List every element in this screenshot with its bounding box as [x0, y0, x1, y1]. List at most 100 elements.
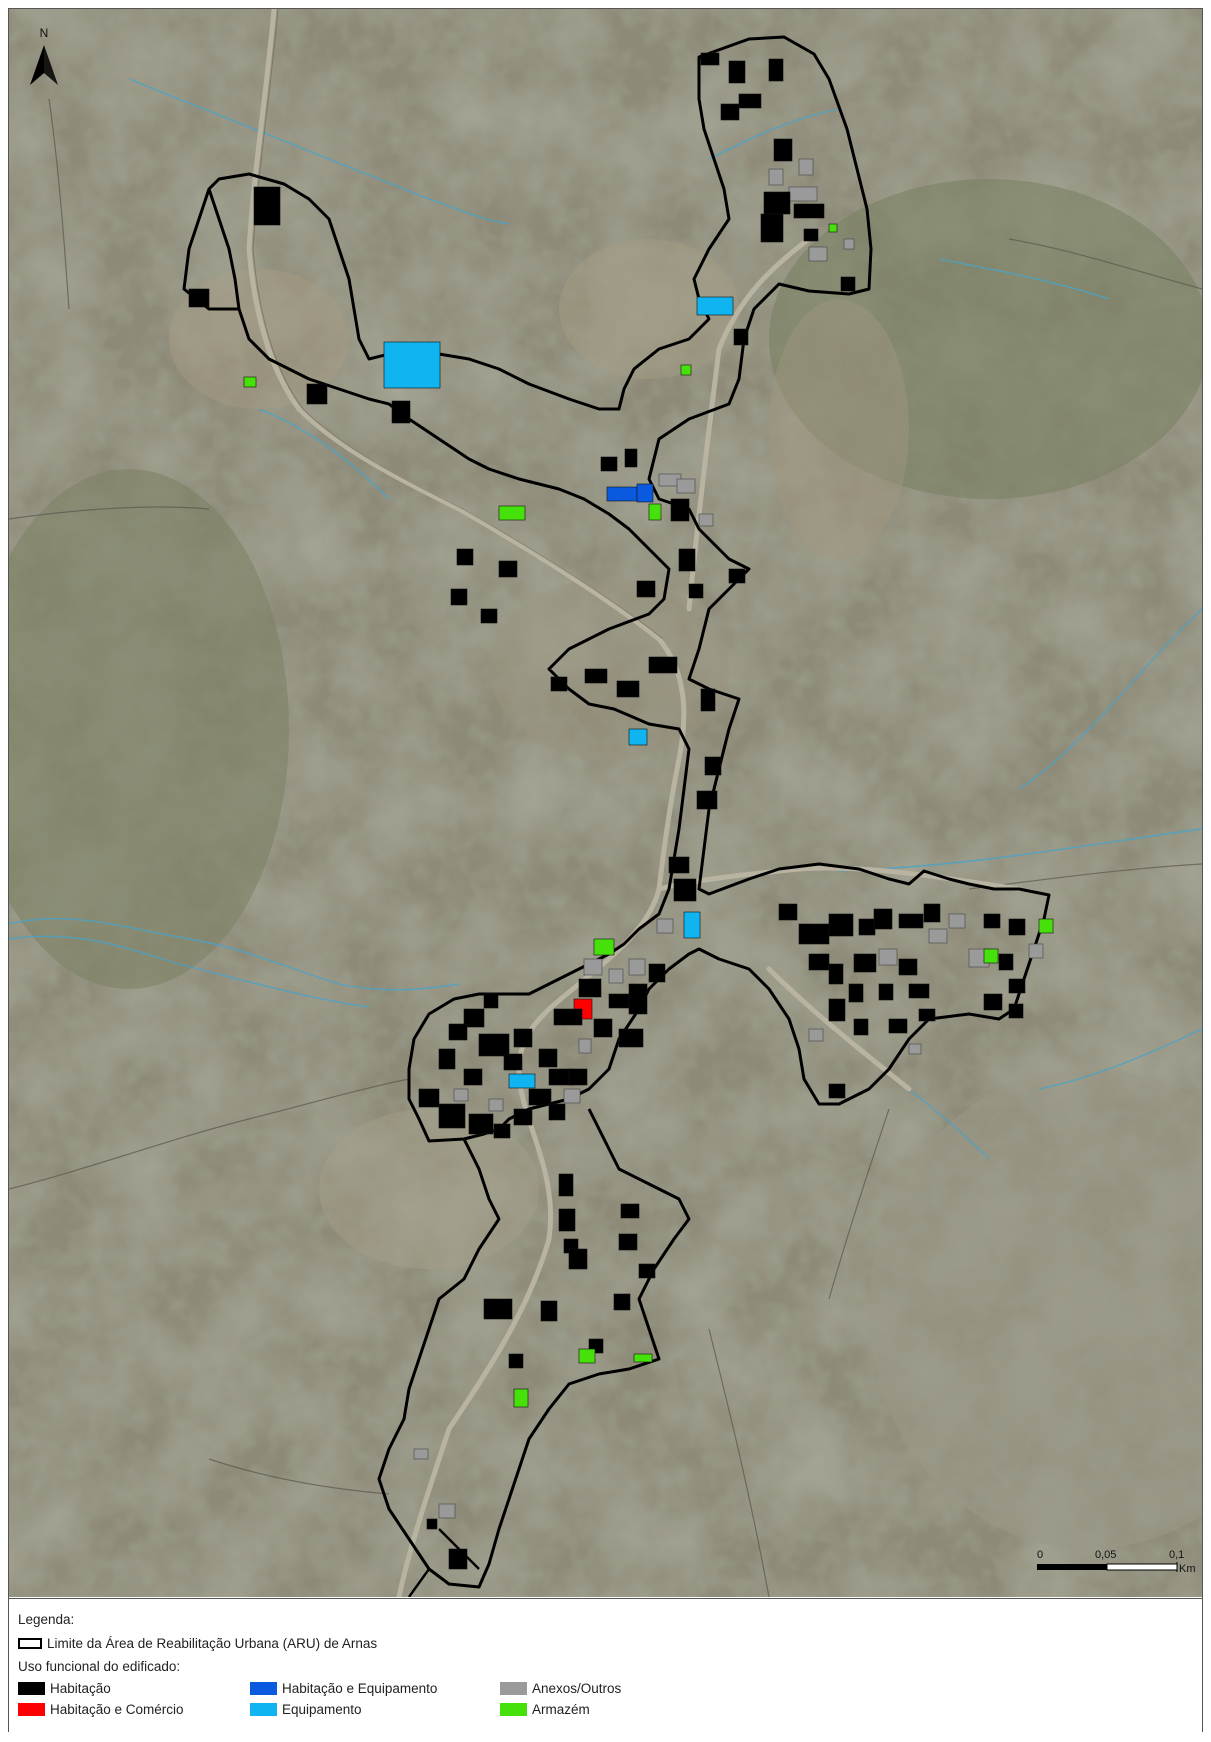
legend-swatch — [18, 1703, 45, 1716]
building-equipamento — [683, 911, 701, 939]
building-habitacao — [528, 1088, 552, 1106]
building-habitacao — [733, 328, 749, 346]
building-habitacao — [670, 498, 690, 522]
building-anexo — [438, 1503, 456, 1519]
building-habitacao — [998, 953, 1014, 971]
building-habitacao — [593, 1018, 613, 1038]
building-anexo — [928, 928, 948, 944]
building-habitacao — [648, 656, 678, 674]
building-habitacao — [828, 1083, 846, 1099]
building-habitacao — [618, 1233, 638, 1251]
building-habitacao — [898, 958, 918, 976]
building-habitacao — [418, 1088, 440, 1108]
building-habitacao — [426, 1518, 438, 1530]
building-habitacao — [648, 963, 666, 983]
building-habitacao — [568, 1248, 588, 1270]
scale-tick-1: 0,05 — [1095, 1549, 1117, 1561]
legend-item-equipamento: Equipamento — [250, 1702, 362, 1717]
building-habitacao — [478, 1033, 510, 1057]
building-habitacao — [448, 1548, 468, 1570]
building-habitacao — [578, 978, 602, 998]
building-armazem — [498, 505, 526, 521]
building-equipamento — [383, 341, 441, 389]
building-habitacao — [704, 756, 722, 776]
legend-item-habitacao-comercio: Habitação e Comércio — [18, 1702, 184, 1717]
building-habitacao — [858, 918, 876, 936]
building-anexo — [698, 513, 714, 527]
building-anexo — [908, 1043, 922, 1055]
building-habitacao — [513, 1108, 533, 1126]
building-habitacao — [480, 608, 498, 624]
building-habitacao — [498, 560, 518, 578]
legend-swatch — [250, 1703, 277, 1716]
legend-item-habitacao-equipamento: Habitação e Equipamento — [250, 1681, 437, 1696]
building-habitacao — [763, 191, 791, 215]
building-anexo — [628, 958, 646, 976]
building-habitacao — [188, 288, 210, 308]
building-anexo — [948, 913, 966, 929]
building-habitacao — [618, 1028, 644, 1048]
building-habitacao — [923, 903, 941, 923]
north-arrow-icon — [30, 45, 44, 85]
building-habitacao — [438, 1048, 456, 1070]
building-anexo — [453, 1088, 469, 1102]
building-habitacao — [773, 138, 793, 162]
building-equipamento — [628, 728, 648, 746]
building-habitacao — [306, 383, 328, 405]
map-view[interactable]: N 0 0,05 0,1 Km — [9, 9, 1202, 1597]
building-habitacao — [456, 548, 474, 566]
north-label: N — [40, 26, 49, 40]
building-habitacao — [678, 548, 696, 572]
building-habitacao — [728, 568, 746, 584]
building-habitacao — [793, 203, 825, 219]
buildings — [188, 52, 1054, 1570]
rural-roads — [9, 98, 1202, 1597]
building-habitacao — [628, 983, 648, 1015]
building-anexo — [808, 246, 828, 262]
building-habitacao — [853, 1018, 869, 1036]
building-anexo — [676, 478, 696, 494]
building-habitacao — [768, 58, 784, 82]
building-habitacao — [828, 963, 844, 985]
building-habitacao — [700, 52, 720, 66]
building-habitacao — [463, 1068, 483, 1086]
scale-segment-white — [1106, 1563, 1178, 1571]
building-habitacao — [608, 993, 630, 1009]
aerial-map — [9, 9, 1202, 1597]
building-anexo — [768, 168, 784, 186]
building-armazem — [513, 1388, 529, 1408]
legend-item-habitacao: Habitação — [18, 1681, 111, 1696]
building-habitacao — [636, 580, 656, 598]
building-habitacao — [558, 1173, 574, 1197]
building-habitacao — [448, 1023, 468, 1041]
building-anexo — [563, 1088, 581, 1104]
building-anexo — [843, 238, 855, 250]
building-habitacao — [840, 276, 856, 292]
building-habitacao — [668, 856, 690, 874]
building-habitacao — [1008, 978, 1026, 994]
building-habitacao — [568, 1068, 588, 1086]
building-habitacao — [1008, 918, 1026, 936]
building-habitacao — [798, 923, 830, 945]
legend-item-anexos: Anexos/Outros — [500, 1681, 621, 1696]
building-habitacao — [600, 456, 618, 472]
building-habitacao — [508, 1353, 524, 1369]
building-habitacao — [898, 913, 924, 929]
building-habitacao — [624, 448, 638, 468]
building-armazem — [593, 938, 615, 956]
building-equipamento — [696, 296, 734, 316]
building-habitacao — [483, 1298, 513, 1320]
building-anexo — [583, 958, 603, 976]
legend-swatch — [18, 1682, 45, 1695]
legend-item-armazem: Armazém — [500, 1702, 590, 1717]
terrain-patches — [9, 9, 1202, 1597]
main-road-edge — [252, 9, 664, 640]
building-habitacao — [700, 688, 716, 712]
building-anexo — [656, 918, 674, 934]
building-habitacao — [918, 1008, 936, 1022]
building-habitacao — [558, 1208, 576, 1232]
building-armazem — [243, 376, 257, 388]
scale-unit: Km — [1179, 1563, 1196, 1575]
building-habitacao — [853, 953, 877, 973]
legend-swatch — [250, 1682, 277, 1695]
